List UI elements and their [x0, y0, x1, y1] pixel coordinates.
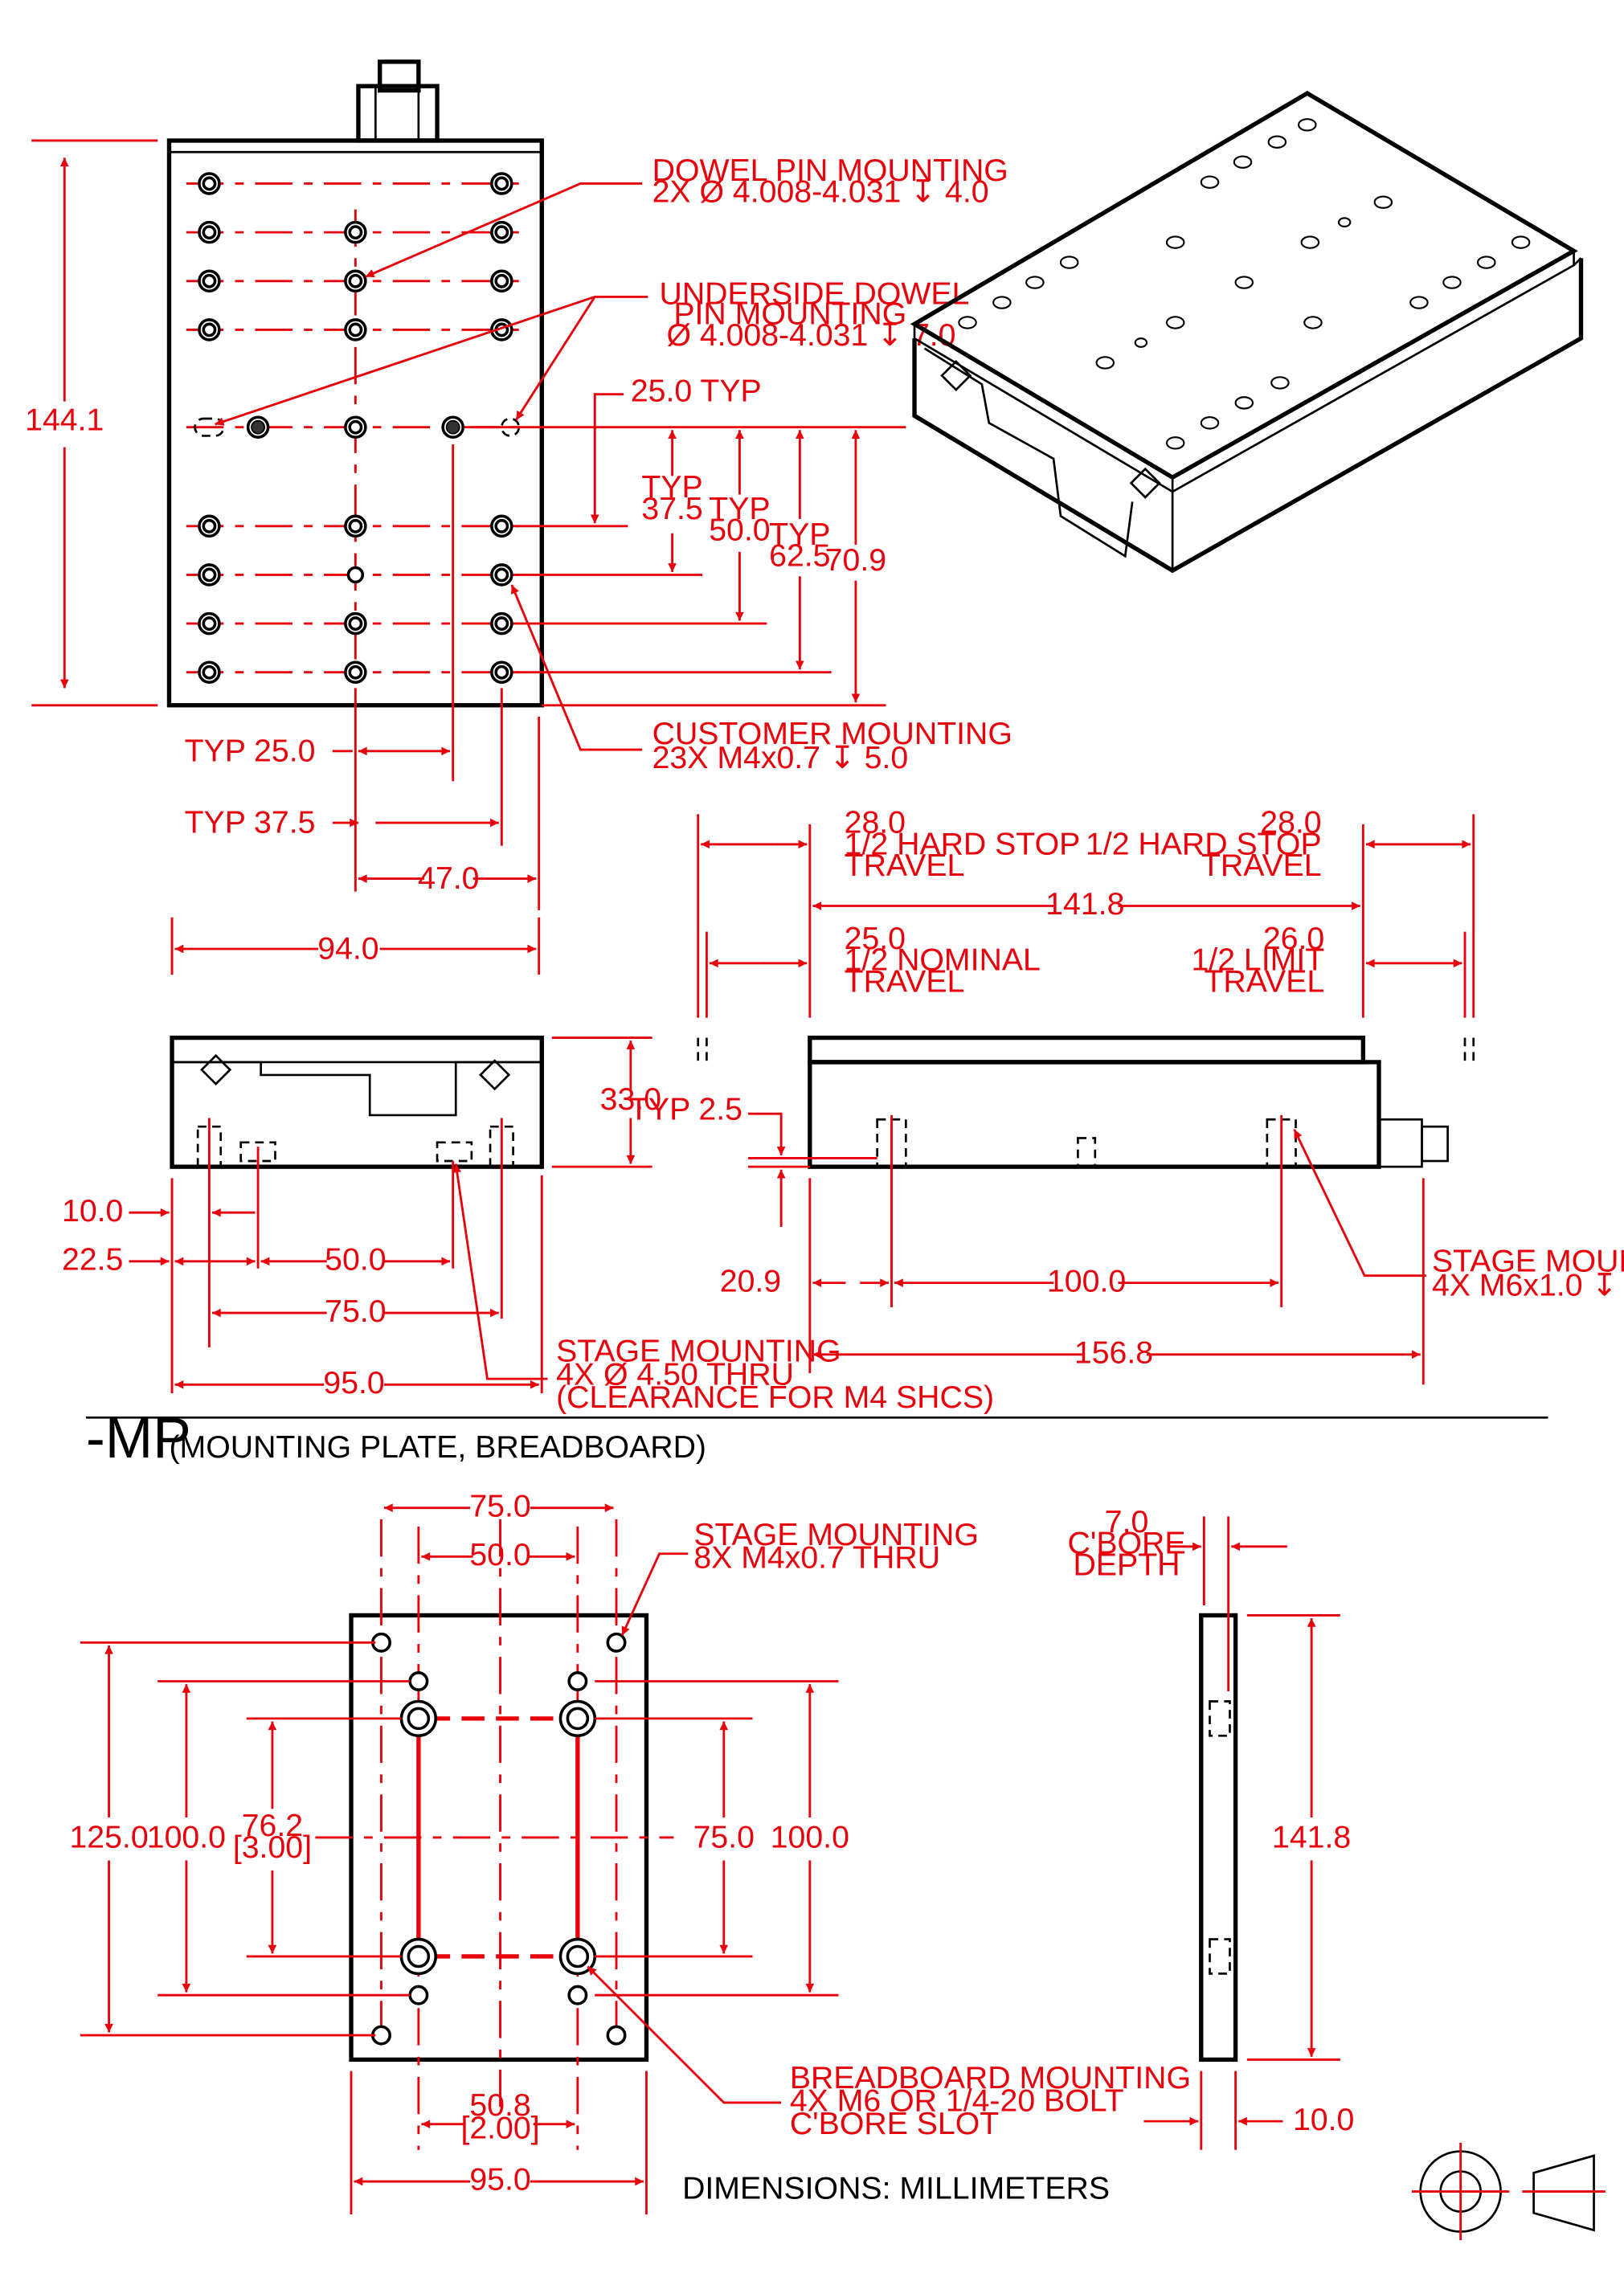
side-view: 28.0 1/2 HARD STOP TRAVEL 28.0 1/2 HARD … — [629, 805, 1624, 1385]
mounting-plate-view: 75.0 50.0 STAGE MOUNTING 8X M4x0.7 THRU … — [69, 1488, 1191, 2215]
cbore-label-1: 7.0 — [1105, 1504, 1149, 1539]
dim-typ-37-1: TYP — [641, 469, 702, 505]
dowel-label-1: DOWEL PIN MOUNTING — [652, 153, 1008, 188]
plate-dim-50-top: 50.0 — [469, 1537, 530, 1572]
dowel-label-2: 2X Ø 4.008-4.031 ↧ 4.0 — [652, 174, 989, 210]
dim-25-typ: 25.0 TYP — [631, 374, 762, 409]
dim-typ-25-h: TYP 25.0 — [185, 733, 316, 768]
plate-side-10: 10.0 — [1293, 2102, 1354, 2137]
dim-10: 10.0 — [62, 1193, 123, 1229]
limit-1: 26.0 — [1263, 921, 1324, 956]
plate-dim-125: 125.0 — [69, 1819, 148, 1854]
units-note: DIMENSIONS: MILLIMETERS — [682, 2170, 1110, 2206]
dim-70-9: 70.9 — [825, 542, 886, 578]
plate-stage-label-1: STAGE MOUNTING — [693, 1517, 979, 1552]
nominal-1: 25.0 — [845, 921, 906, 956]
hs-right-3: TRAVEL — [1201, 848, 1322, 883]
dim-typ-37-2: 37.5 — [641, 491, 702, 526]
end-stage-label-1: STAGE MOUNTING — [556, 1334, 841, 1369]
plate-dim-2-00: [2.00] — [460, 2111, 539, 2146]
limit-3: TRAVEL — [1204, 964, 1324, 1000]
plate-dim-50-8: 50.8 — [469, 2087, 530, 2123]
dim-typ-50-2: 50.0 — [709, 513, 770, 548]
section-title: -MP — [86, 1406, 191, 1470]
customer-label-2: 23X M4x0.7 ↧ 5.0 — [652, 740, 909, 775]
nominal-3: TRAVEL — [845, 964, 965, 1000]
end-view: 33.0 10.0 22.5 50.0 75.0 95.0 STAGE MOUN… — [62, 1035, 994, 1415]
dim-typ-62-1: TYP — [769, 517, 830, 552]
projection-symbol — [1412, 2142, 1606, 2241]
side-stage-label-2: 4X M6x1.0 ↧ 10.0 — [1432, 1268, 1624, 1303]
plate-dim-3-00: [3.00] — [233, 1830, 312, 1865]
dim-100-side: 100.0 — [1047, 1263, 1126, 1298]
plate-dim-100-r: 100.0 — [771, 1819, 849, 1854]
isometric-view — [910, 90, 1584, 574]
breadboard-label-2: 4X M6 OR 1/4-20 BOLT — [790, 2083, 1124, 2119]
dim-95-end: 95.0 — [323, 1365, 384, 1400]
dim-156-8: 156.8 — [1074, 1335, 1153, 1371]
plate-dim-75-top: 75.0 — [469, 1488, 530, 1523]
dim-94: 94.0 — [317, 930, 378, 966]
dim-141-8: 141.8 — [1045, 886, 1124, 922]
plate-side-141-8: 141.8 — [1272, 1819, 1351, 1854]
dim-typ-62-2: 62.5 — [769, 538, 830, 574]
dim-typ-2-5: TYP 2.5 — [629, 1091, 742, 1126]
top-view: 144.1 DOWEL PIN MOUNTING 2X Ø 4.008-4.03… — [25, 59, 1012, 975]
dim-20-9: 20.9 — [720, 1263, 781, 1298]
dim-33: 33.0 — [600, 1081, 661, 1117]
hs-right-2: 1/2 HARD STOP — [1086, 826, 1322, 861]
underside-label-1: UNDERSIDE DOWEL — [660, 276, 970, 311]
side-stage-label-1: STAGE MOUNTING — [1432, 1243, 1624, 1278]
end-stage-label-3: (CLEARANCE FOR M4 SHCS) — [556, 1380, 994, 1415]
customer-mounting-holes — [198, 172, 513, 685]
dim-47: 47.0 — [418, 861, 479, 896]
dim-22-5: 22.5 — [62, 1242, 123, 1278]
breadboard-label-1: BREADBOARD MOUNTING — [790, 2060, 1191, 2095]
section-subtitle: (MOUNTING PLATE, BREADBOARD) — [169, 1429, 706, 1465]
plate-side-view: 7.0 C'BORE DEPTH 141.8 10.0 — [1068, 1504, 1354, 2150]
plate-dim-100-l: 100.0 — [147, 1819, 226, 1854]
plate-holes — [370, 1632, 627, 2046]
cbore-label-3: DEPTH — [1074, 1547, 1180, 1583]
dim-typ-37-h: TYP 37.5 — [185, 805, 316, 840]
cbore-label-2: C'BORE — [1068, 1526, 1186, 1561]
hs-left-2: 1/2 HARD STOP — [845, 826, 1081, 861]
iso-holes — [958, 118, 1531, 450]
customer-label-1: CUSTOMER MOUNTING — [652, 716, 1012, 751]
plate-stage-label-2: 8X M4x0.7 THRU — [693, 1540, 940, 1576]
plate-dim-95: 95.0 — [469, 2162, 530, 2197]
hs-left-3: TRAVEL — [845, 848, 965, 883]
nominal-2: 1/2 NOMINAL — [845, 942, 1041, 978]
breadboard-label-3: C'BORE SLOT — [790, 2106, 999, 2141]
limit-2: 1/2 LIMIT — [1191, 942, 1324, 978]
hs-right-1: 28.0 — [1260, 805, 1321, 840]
end-stage-label-2: 4X Ø 4.50 THRU — [556, 1356, 794, 1392]
plate-dim-75-r: 75.0 — [693, 1819, 755, 1854]
dim-height-144: 144.1 — [25, 402, 104, 437]
underside-label-3: Ø 4.008-4.031 ↧ 7.0 — [666, 317, 955, 353]
dim-typ-50-1: TYP — [709, 491, 770, 526]
dim-75-end: 75.0 — [325, 1294, 386, 1329]
dim-50-end: 50.0 — [325, 1242, 386, 1278]
plate-dim-76-2: 76.2 — [242, 1808, 303, 1843]
underside-label-2: PIN MOUNTING — [673, 296, 906, 331]
hs-left-1: 28.0 — [845, 805, 906, 840]
